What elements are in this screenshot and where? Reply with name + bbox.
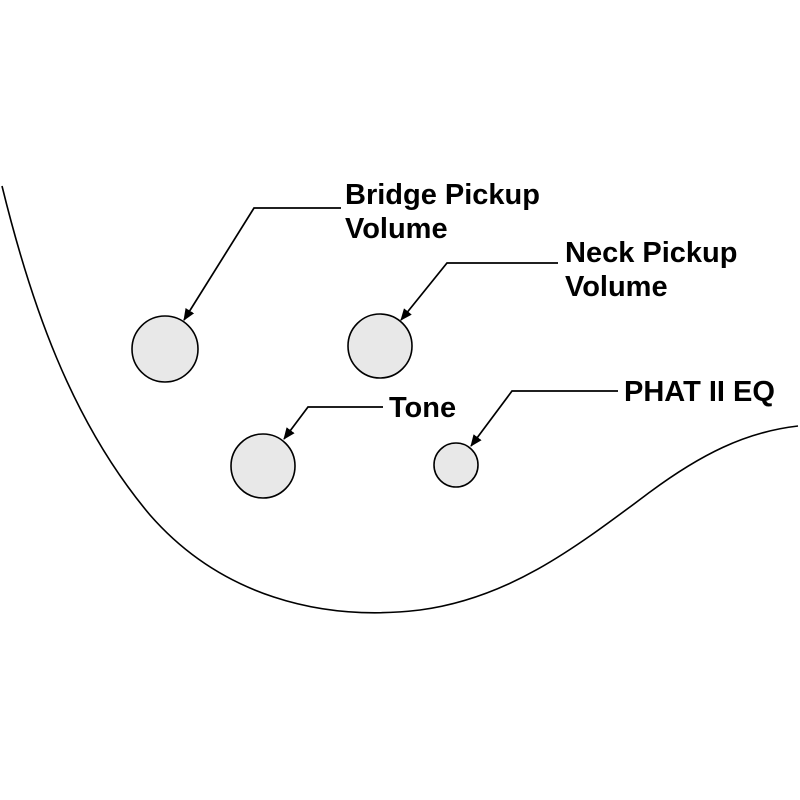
bridge-volume-arrow — [183, 207, 341, 321]
neck-volume-label: Neck Pickup Volume — [565, 236, 737, 304]
tone-label: Tone — [389, 392, 457, 424]
tone-arrow — [283, 406, 383, 440]
bridge-volume-knob — [131, 315, 199, 383]
neck-volume-arrow — [400, 262, 558, 321]
phat-eq-arrow — [470, 390, 618, 447]
phat-eq-knob — [433, 442, 479, 488]
neck-volume-label-line1: Neck Pickup — [565, 237, 738, 269]
bridge-volume-label: Bridge Pickup Volume — [345, 178, 540, 246]
guitar-body-outline — [1, 185, 799, 614]
neck-volume-label-line2: Volume — [565, 271, 668, 303]
phat-eq-label: PHAT II EQ — [624, 376, 775, 408]
tone-knob — [230, 433, 296, 499]
bridge-volume-label-line2: Volume — [345, 213, 448, 245]
neck-volume-knob — [347, 313, 413, 379]
bridge-volume-label-line1: Bridge Pickup — [345, 179, 540, 211]
